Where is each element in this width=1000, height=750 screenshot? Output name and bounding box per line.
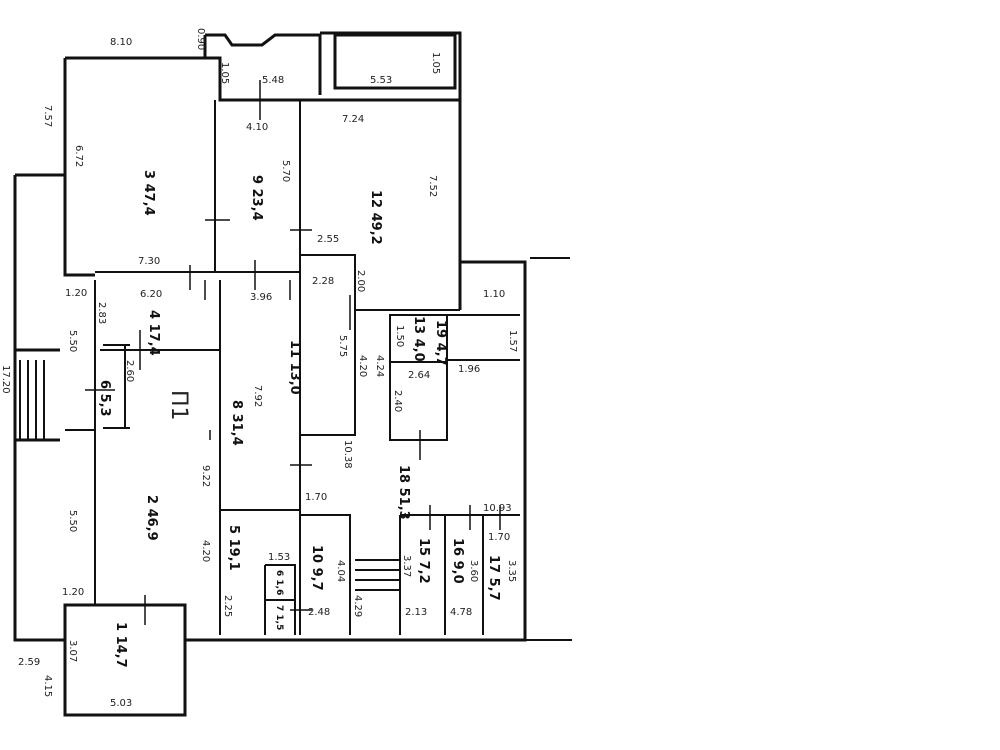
room-label: 12 49,2 (368, 190, 383, 245)
room-label: 9 23,4 (249, 175, 264, 221)
dimension: 1.10 (483, 289, 505, 300)
dimension-labels: 8.10 0.90 1.05 5.48 5.53 1.05 4.10 7.24 … (0, 28, 518, 709)
room-label: 15 7,2 (416, 538, 431, 584)
room-label: 3 47,4 (141, 170, 156, 216)
room-label: 11 13,0 (287, 340, 302, 395)
room-label: 6 1,6 (274, 570, 284, 595)
room-label: 13 4,0 (411, 316, 426, 362)
dimension: 2.00 (355, 270, 366, 292)
dimension: 6.72 (73, 145, 84, 167)
room-label: 2 46,9 (144, 495, 159, 541)
dimension: 2.64 (408, 370, 430, 381)
dimension: 1.57 (507, 330, 518, 352)
dimension: 6.20 (140, 289, 162, 300)
dimension: 4.15 (42, 675, 53, 697)
dimension: 4.10 (246, 122, 268, 133)
dimension: 1.70 (305, 492, 327, 503)
dimension: 2.25 (222, 595, 233, 617)
dimension: 2.59 (18, 657, 40, 668)
dimension: 1.05 (219, 62, 230, 84)
dimension: 17.20 (0, 365, 11, 394)
dimension: 7.92 (252, 385, 263, 407)
room-labels: 3 47,4 9 23,4 12 49,2 4 17,4 6 5,3 8 31,… (97, 170, 501, 668)
dimension: 7.52 (427, 175, 438, 197)
dimension: 10.93 (483, 503, 512, 514)
dimension: 8.10 (110, 37, 132, 48)
door-marks (85, 80, 501, 625)
dimension: 5.50 (67, 330, 78, 352)
dimension: 2.83 (96, 302, 107, 324)
dimension: 5.50 (67, 510, 78, 532)
dimension: 2.48 (308, 607, 330, 618)
dimension: 2.13 (405, 607, 427, 618)
dimension: 3.35 (506, 560, 517, 582)
dimension: 1.96 (458, 364, 480, 375)
walls (13, 31, 572, 717)
dimension: 4.29 (352, 595, 363, 617)
dimension: 4.24 (374, 355, 385, 377)
room-label: 16 9,0 (450, 538, 465, 584)
dimension: 1.05 (430, 52, 441, 74)
dimension: 5.48 (262, 75, 284, 86)
dimension: 1.20 (65, 288, 87, 299)
dimension: 0.90 (195, 28, 206, 50)
dimension: 3.37 (401, 555, 412, 577)
dimension: 3.60 (468, 560, 479, 582)
room-label: 18 51,3 (396, 465, 411, 520)
dimension: 1.50 (394, 325, 405, 347)
room-label: 1 14,7 (113, 622, 128, 668)
dimension: 10.38 (342, 440, 353, 469)
dimension: 9.22 (200, 465, 211, 487)
room-label: 6 5,3 (97, 380, 112, 417)
dimension: 4.04 (335, 560, 346, 582)
dimension: 4.78 (450, 607, 472, 618)
dimension: 4.20 (200, 540, 211, 562)
dimension: 2.40 (392, 390, 403, 412)
dimension: 5.75 (337, 335, 348, 357)
room-label: 19 4,7 (433, 320, 448, 366)
room-label: 7 1,5 (274, 605, 284, 630)
dimension: 1.20 (62, 587, 84, 598)
room-label: 17 5,7 (486, 555, 501, 601)
dimension: 5.03 (110, 698, 132, 709)
dimension: 3.96 (250, 292, 272, 303)
dimension: 7.30 (138, 256, 160, 267)
dimension: 1.70 (488, 532, 510, 543)
dimension: 7.24 (342, 114, 364, 125)
dimension: 3.07 (67, 640, 78, 662)
room-label: 10 9,7 (309, 545, 324, 591)
dimension: 7.57 (42, 105, 53, 127)
dimension: 5.53 (370, 75, 392, 86)
dimension: 5.70 (280, 160, 291, 182)
dimension: 2.55 (317, 234, 339, 245)
dimension: 1.53 (268, 552, 290, 563)
room-label: 4 17,4 (146, 310, 161, 356)
dimension: 2.60 (124, 360, 135, 382)
dimension: 4.20 (357, 355, 368, 377)
room-label: 5 19,1 (226, 525, 241, 571)
dimension: 2.28 (312, 276, 334, 287)
premises-mark: П1 (166, 390, 191, 421)
room-label: 8 31,4 (229, 400, 244, 446)
